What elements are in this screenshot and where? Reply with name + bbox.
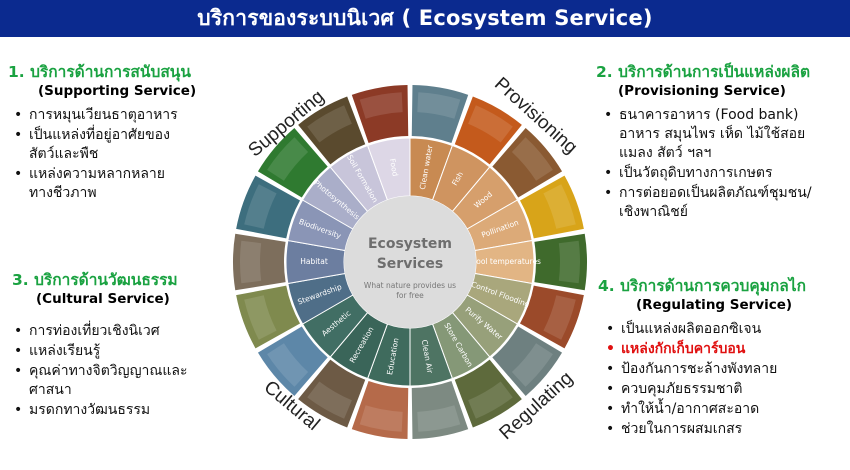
regulating-item: ควบคุมภัยธรรมชาติ [604,380,806,399]
segment-label: Cool temperatures [471,257,541,266]
erosion-photo-highlight [543,295,576,340]
misty-forest-photo [411,380,469,439]
segment-label: Habitat [300,257,328,266]
cultural-item: มรดกทางวัฒนธรรม [12,401,188,420]
provisioning-item: การต่อยอดเป็นผลิตภัณฑ์ชุมชน/ เชิงพาณิชย์ [602,184,812,222]
berries-photo [351,85,409,144]
children-photo-highlight [359,405,403,432]
supporting-subtitle: (Supporting Service) [38,83,197,99]
provisioning-list: ธนาคารอาหาร (Food bank) อาหาร สมุนไพร เห… [602,106,812,222]
owl-photo-highlight [240,240,262,284]
wood-logs-photo [492,128,563,198]
center-title-line1: Ecosystem [368,236,452,252]
forest-photo-highlight [558,240,580,284]
hiker-photo [298,359,366,428]
children-photo [351,380,409,439]
cultural-list: การท่องเที่ยวเชิงนิเวศแหล่งเรียนรู้คุณค่… [12,322,188,420]
wheel-center [344,196,476,328]
supporting-item: เป็นแหล่งที่อยู่อาศัยของ สัตว์และพืช [12,126,196,164]
segment-label: Food [388,158,400,178]
regulating-item: ช่วยในการผสมเกสร [604,420,806,439]
cultural-item: คุณค่าทางจิตวิญญาณและ ศาสนา [12,362,188,400]
sunflower-photo-highlight [543,184,576,229]
fish-photo-highlight [468,105,513,143]
seedlings-photo [298,96,366,165]
cultural-item: แหล่งเรียนรู้ [12,342,188,361]
regulating-subtitle: (Regulating Service) [636,297,793,313]
stream-photo-highlight [511,343,553,387]
regulating-item: แหล่งกักเก็บคาร์บอน [604,340,806,359]
supporting-title: 1. บริการด้านการสนับสนุน [8,63,191,81]
provisioning-title: 2. บริการด้านการเป็นแหล่งผลิต [596,63,811,81]
regulating-section: 4. บริการด้านการควบคุมกลไก (Regulating S… [598,276,806,440]
waterfall-photo [411,85,469,144]
regulating-list: เป็นแหล่งผลิตออกซิเจนแหล่งกักเก็บคาร์บอน… [604,320,806,439]
wood-logs-photo-highlight [511,137,553,181]
supporting-item: แหล่งความหลากหลาย ทางชีวภาพ [12,165,196,203]
waterfall-photo-highlight [417,92,461,119]
regulating-item: ทำให้น้ำ/อากาศสะอาด [604,400,806,419]
supporting-section: 1. บริการด้านการสนับสนุน (Supporting Ser… [8,62,196,204]
misty-forest-photo-highlight [417,405,461,432]
center-subtitle-line1: What nature provides us [364,281,456,290]
provisioning-section: 2. บริการด้านการเป็นแหล่งผลิต (Provision… [596,62,812,223]
supporting-item: การหมุนเวียนธาตุอาหาร [12,106,196,125]
cultural-item: การท่องเที่ยวเชิงนิเวศ [12,322,188,341]
leaf-photo-highlight [267,137,309,181]
page-title: บริการของระบบนิเวศ ( Ecosystem Service) [0,0,850,37]
center-subtitle-line2: for free [396,291,424,300]
berries-photo-highlight [359,92,403,119]
regulating-item: เป็นแหล่งผลิตออกซิเจน [604,320,806,339]
provisioning-item: ธนาคารอาหาร (Food bank) อาหาร สมุนไพร เห… [602,106,812,163]
cultural-subtitle: (Cultural Service) [36,291,170,307]
mountain-lake-photo-highlight [267,343,309,387]
center-title-line2: Services [377,256,444,272]
kingfisher-photo-highlight [244,184,277,229]
erosion-photo [519,285,584,349]
tree-trunks-photo [454,359,522,428]
regulating-item: ป้องกันการชะล้างพังทลาย [604,360,806,379]
segment-ring [285,137,535,387]
provisioning-item: เป็นวัตถุดิบทางการเกษตร [602,164,812,183]
kingfisher-photo [236,175,301,239]
stream-photo [492,326,563,396]
photo-ring [233,85,587,439]
gardening-photo [236,285,301,349]
owl-photo [233,233,286,291]
supporting-list: การหมุนเวียนธาตุอาหารเป็นแหล่งที่อยู่อาศ… [12,106,196,203]
mountain-lake-photo [257,326,328,396]
tree-trunks-photo-highlight [468,381,513,419]
regulating-title: 4. บริการด้านการควบคุมกลไก [598,277,806,295]
gardening-photo-highlight [244,295,277,340]
provisioning-subtitle: (Provisioning Service) [618,83,786,99]
seedlings-photo-highlight [307,105,352,143]
cultural-section: 3. บริการด้านวัฒนธรรม (Cultural Service)… [12,270,188,421]
fish-photo [454,96,522,165]
forest-photo [534,233,587,291]
cultural-title: 3. บริการด้านวัฒนธรรม [12,271,178,289]
hiker-photo-highlight [307,381,352,419]
sunflower-photo [519,175,584,239]
leaf-photo [257,128,328,198]
